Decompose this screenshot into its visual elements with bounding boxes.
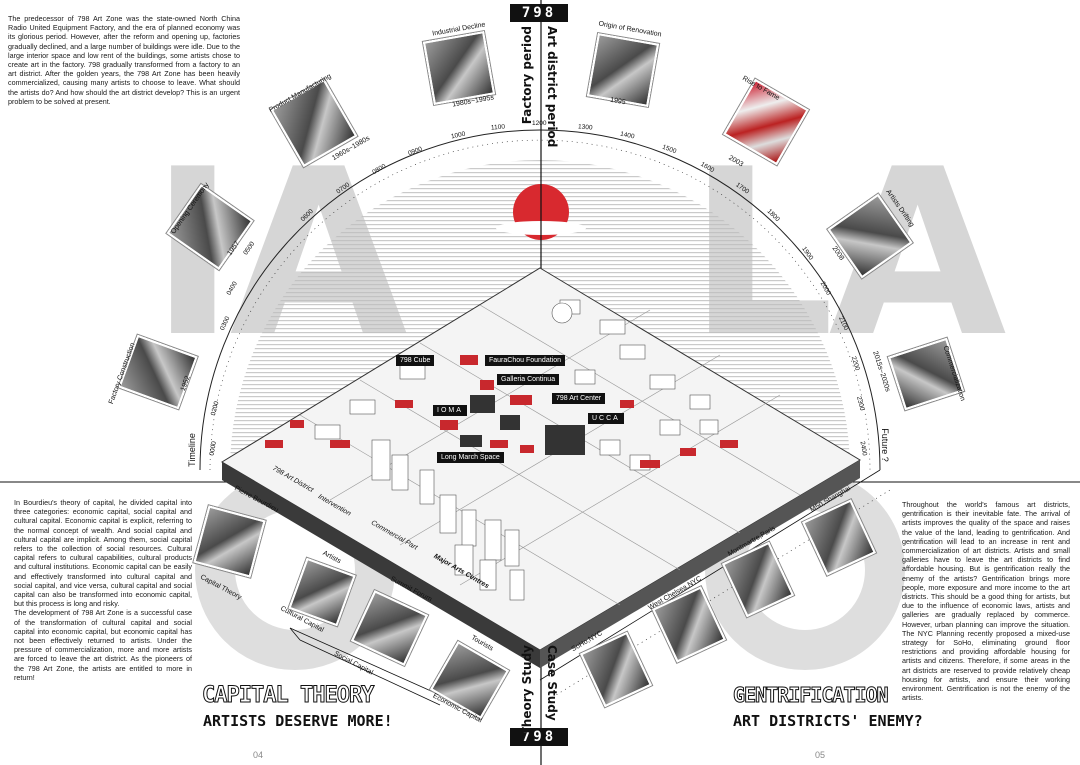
- center-798-bottom: 798: [510, 728, 568, 746]
- capital-theory-paragraph: In Bourdieu's theory of capital, he divi…: [14, 498, 192, 682]
- page-number-right: 05: [815, 750, 826, 760]
- tick-label: 1300: [577, 123, 593, 132]
- map-label-798-cube: 798 Cube: [396, 355, 435, 366]
- map-label-faurachou: FauraChou Foundation: [485, 355, 565, 366]
- timeline-label: Timeline: [186, 433, 197, 467]
- map-label-galleria: Galleria Continua: [497, 374, 560, 385]
- map-label-798-art-center: 798 Art Center: [552, 393, 606, 404]
- photo-origin-of-renovation: [586, 33, 660, 107]
- photo-industrial-decline: [422, 31, 496, 105]
- future-label: Future ?: [879, 428, 890, 462]
- map-label-ucca: UCCA: [588, 413, 624, 424]
- intro-paragraph: The predecessor of 798 Art Zone was the …: [8, 14, 240, 106]
- gentrification-title: GENTRIFICATION: [733, 683, 890, 708]
- gentrification-subtitle: ART DISTRICTS' ENEMY?: [733, 712, 923, 730]
- art-district-period-title: Art district period: [545, 26, 559, 148]
- page-number-left: 04: [253, 750, 264, 760]
- capital-theory-title: CAPITAL THEORY: [201, 683, 374, 709]
- tick-label: 1100: [490, 123, 506, 132]
- map-label-ioma: IOMA: [433, 405, 467, 416]
- map-label-long-march: Long March Space: [437, 452, 504, 463]
- theory-study-title: Theory Study: [520, 645, 534, 736]
- factory-period-title: Factory period: [520, 26, 534, 125]
- tick-label: 1200: [532, 120, 547, 127]
- center-798-top: 798: [510, 4, 568, 22]
- capital-theory-subtitle: ARTISTS DESERVE MORE!: [203, 712, 393, 730]
- case-study-title: Case Study: [545, 645, 559, 721]
- gentrification-paragraph: Throughout the world's famous art distri…: [902, 500, 1070, 703]
